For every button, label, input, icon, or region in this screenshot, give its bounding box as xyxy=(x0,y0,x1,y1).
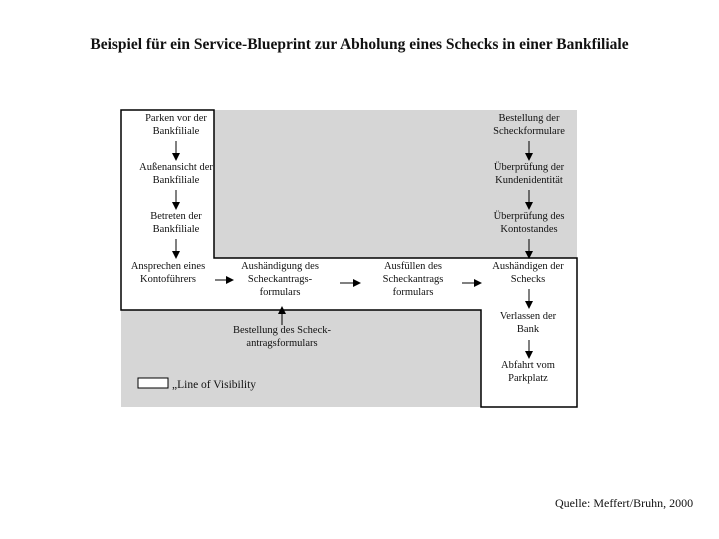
flow-arrows xyxy=(172,141,533,359)
visible-area xyxy=(120,109,578,408)
legend-label: „Line of Visibility xyxy=(172,379,257,391)
page-title: Beispiel für ein Service-Blueprint zur A… xyxy=(90,36,629,53)
step-abfahrt: Abfahrt vom Parkplatz xyxy=(501,360,555,384)
step-betreten: Betreten der Bankfiliale xyxy=(150,211,202,235)
step-bestellung-formular: Bestellung des Scheck- antragsformulars xyxy=(233,325,331,349)
step-bestellung-scheckformulare: Bestellung der Scheckformulare xyxy=(493,113,565,137)
step-aushaendigen-schecks: Aushändigen der Schecks xyxy=(492,261,564,285)
step-ansprechen: Ansprechen eines Kontoführers xyxy=(130,261,206,285)
source-citation: Quelle: Meffert/Bruhn, 2000 xyxy=(555,496,694,510)
step-pruefung-identitaet: Überprüfung der Kundenidentität xyxy=(493,162,565,186)
step-verlassen: Verlassen der Bank xyxy=(499,311,557,335)
step-pruefung-kontostand: Überprüfung des Kontostandes xyxy=(493,211,565,235)
step-aushaendigung-formular: Aushändigung des Scheckantrags- formular… xyxy=(241,261,319,298)
step-ausfuellen: Ausfüllen des Scheckantrags formulars xyxy=(382,261,444,298)
step-parken: Parken vor der Bankfiliale xyxy=(145,113,207,137)
legend-swatch xyxy=(137,377,169,389)
step-aussenansicht: Außenansicht der Bankfiliale xyxy=(139,162,213,186)
